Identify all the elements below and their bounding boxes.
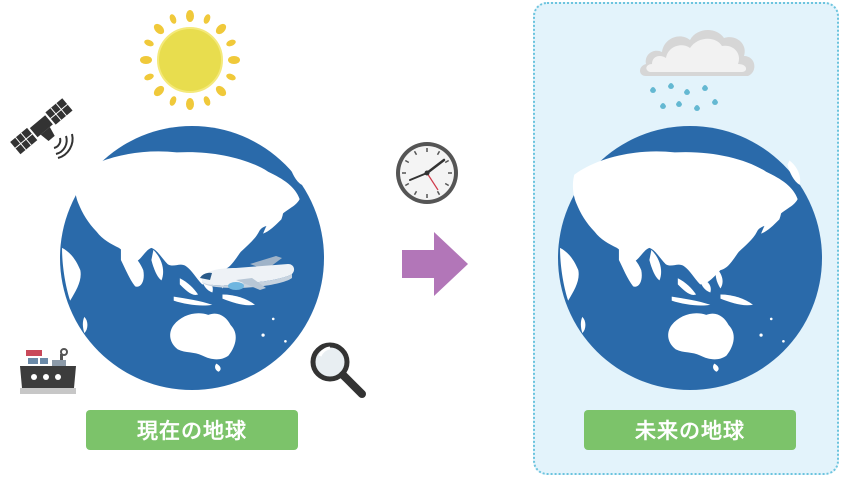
clock-icon xyxy=(396,142,458,204)
present-earth-text: 現在の地球 xyxy=(137,419,247,443)
present-earth-label: 現在の地球 xyxy=(86,410,298,450)
magnifier-icon xyxy=(310,342,366,398)
rain-cloud-icon xyxy=(640,29,755,111)
arrow-right-icon xyxy=(402,232,468,296)
future-earth-text: 未来の地球 xyxy=(635,419,745,443)
satellite-icon xyxy=(10,98,74,159)
ship-icon xyxy=(20,348,76,394)
airplane-icon xyxy=(200,256,295,290)
sun-icon xyxy=(140,10,240,110)
future-earth-label: 未来の地球 xyxy=(584,410,796,450)
future-globe xyxy=(558,126,822,390)
